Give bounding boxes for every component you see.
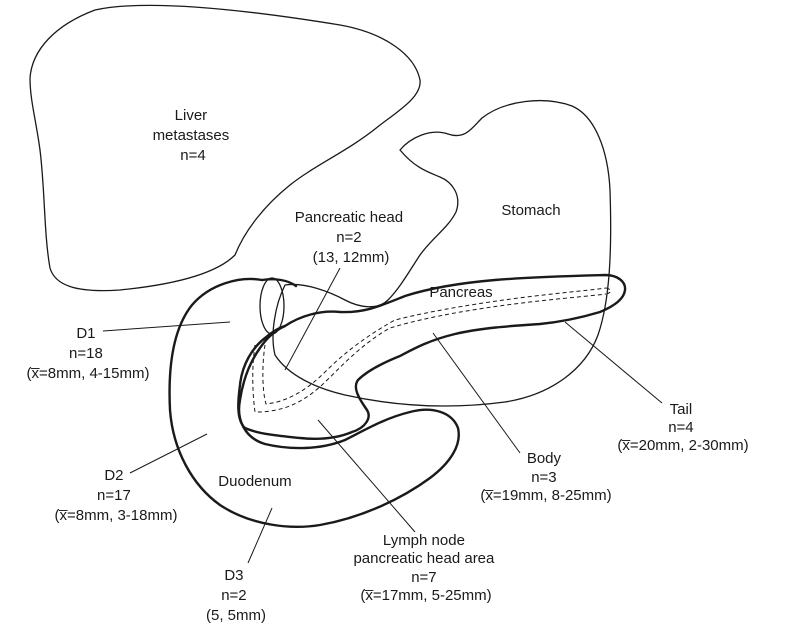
stomach-outline — [272, 100, 612, 407]
label-tail: Tail n=4 (x̅=20mm, 2-30mm) — [617, 401, 748, 454]
leader-d3 — [247, 507, 273, 564]
leader-d2 — [129, 433, 208, 474]
leader-body — [432, 332, 521, 454]
label-pancreatic-head: Pancreatic head n=2 (13, 12mm) — [295, 209, 408, 266]
leader-pancreatic-head — [284, 267, 341, 371]
leader-tail — [564, 321, 663, 404]
liver-outline — [29, 4, 421, 292]
label-stomach: Stomach — [501, 202, 560, 219]
label-duodenum: Duodenum — [218, 473, 291, 490]
label-d3: D3 n=2 (5, 5mm) — [206, 567, 266, 624]
duodenal-bulb — [259, 277, 285, 335]
duodenum-d1-edge — [260, 278, 298, 288]
pancreatic-duct-upper — [252, 293, 607, 413]
leader-d1 — [102, 321, 231, 332]
label-d1: D1 n=18 (x̅=8mm, 4-15mm) — [27, 325, 150, 382]
pancreatic-duct-lower — [262, 287, 607, 405]
leader-lymph-node — [317, 419, 416, 533]
label-body: Body n=3 (x̅=19mm, 8-25mm) — [480, 450, 611, 504]
pancreas-outline — [237, 273, 627, 440]
label-d2: D2 n=17 (x̅=8mm, 3-18mm) — [55, 467, 178, 524]
label-pancreas: Pancreas — [429, 284, 492, 301]
label-liver: Liver metastases n=4 — [153, 107, 234, 164]
pancreatic-duct-tail-end — [605, 287, 611, 295]
label-lymph-node: Lymph node pancreatic head area n=7 (x̅=… — [353, 532, 498, 604]
